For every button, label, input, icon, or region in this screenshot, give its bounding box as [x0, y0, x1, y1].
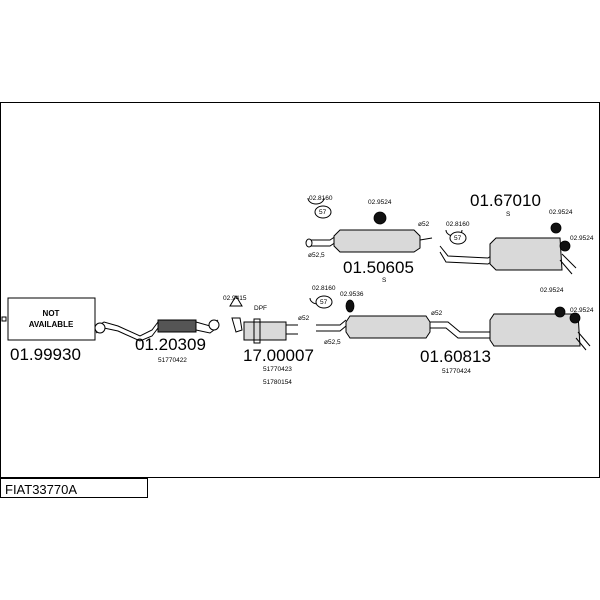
part-number-01-20309: 01.20309 [135, 335, 206, 354]
part-number-01-67010: 01.67010 [470, 191, 541, 210]
size-57-a: 57 [319, 209, 327, 216]
fitting-02-9536: 02.9536 [340, 291, 364, 298]
fitting-02-9524-c: 02.9524 [570, 235, 594, 242]
not-available-line1: NOT [43, 309, 60, 318]
clamp-set-lower: 02.8160 57 02.9536 ø52 ø52,5 [298, 285, 364, 346]
not-available-box: NOT AVAILABLE [7, 297, 96, 341]
front-pipe [94, 319, 220, 342]
ref-51780154: 51780154 [263, 379, 292, 386]
dpf-label: DPF [254, 305, 267, 312]
size-57-c: 57 [320, 299, 328, 306]
ref-51770424: 51770424 [442, 368, 471, 375]
size-57-b: 57 [454, 235, 462, 242]
fitting-02-8160-c: 02.8160 [312, 285, 336, 292]
diameter-52-a: ø52 [418, 221, 430, 228]
diagram-frame [0, 102, 600, 478]
fitting-02-9524-a: 02.9524 [368, 199, 392, 206]
part-number-17-00007: 17.00007 [243, 346, 314, 365]
rear-section-lower [316, 306, 591, 351]
fitting-02-9524-d: 02.9524 [540, 287, 564, 294]
fitting-02-9524-e: 02.9524 [570, 307, 594, 314]
part-number-01-99930: 01.99930 [10, 345, 81, 364]
part-number-01-50605: 01.50605 [343, 258, 414, 277]
diameter-52-b: ø52 [298, 315, 310, 322]
ref-51770423: 51770423 [263, 366, 292, 373]
not-available-line2: AVAILABLE [29, 320, 74, 329]
diagram-id-box: FIAT33770A [0, 478, 148, 498]
variant-s-01-67010: S [506, 211, 511, 218]
fitting-02-9415: 02.9415 [223, 295, 247, 302]
fitting-02-8160-a: 02.8160 [309, 195, 333, 202]
upper-section-01-50605: 57 [305, 197, 433, 253]
diameter-52-5-b: ø52,5 [324, 339, 341, 346]
upper-section-01-67010: 57 [439, 222, 577, 275]
ref-51770422: 51770422 [158, 357, 187, 364]
fitting-02-8160-b: 02.8160 [446, 221, 470, 228]
variant-s-01-50605: S [382, 277, 387, 284]
fitting-02-9524-b: 02.9524 [549, 209, 573, 216]
part-number-01-60813: 01.60813 [420, 347, 491, 366]
dpf-unit [229, 295, 298, 344]
diameter-52-5-a: ø52,5 [308, 252, 325, 259]
diagram-id: FIAT33770A [5, 482, 78, 497]
diameter-52-c: ø52 [431, 310, 443, 317]
